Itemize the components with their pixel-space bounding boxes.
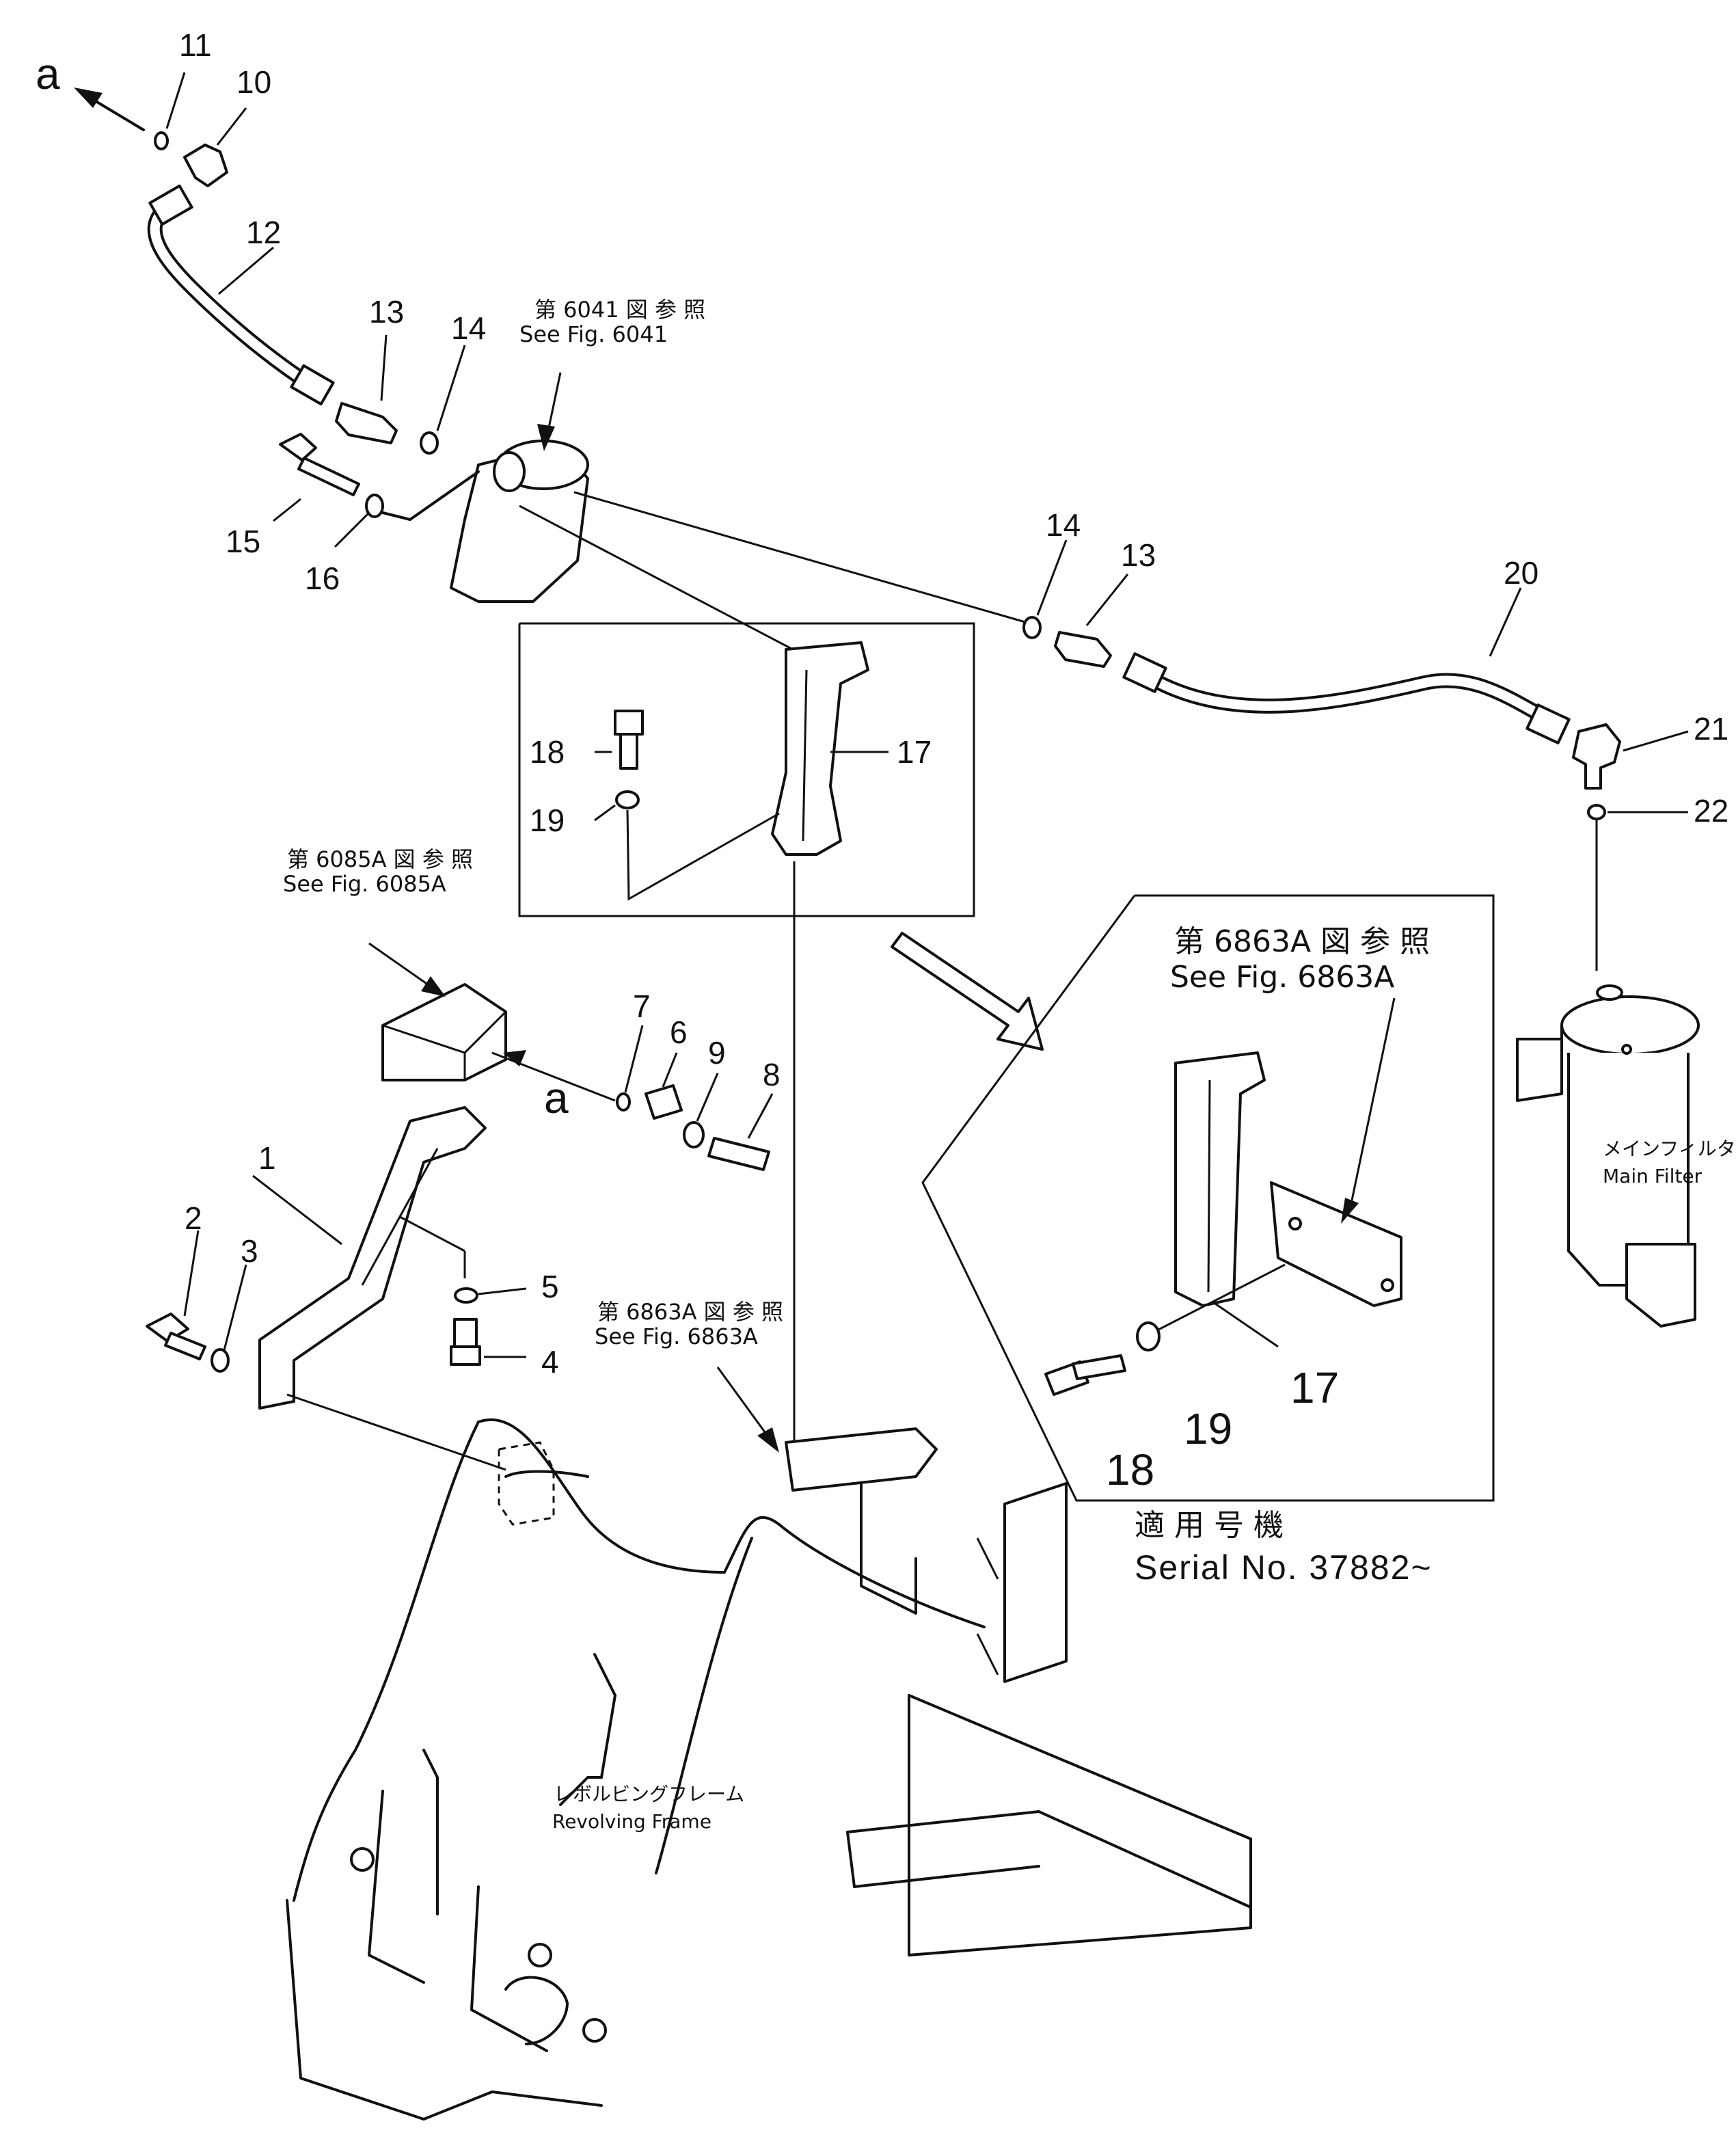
callout-14-right: 14 — [1046, 507, 1081, 543]
ref-6863a-small-jp: 第 6863A 図 参 照 — [597, 1299, 783, 1325]
connector-13-left — [335, 402, 398, 444]
ref-6863a-big-jp: 第 6863A 図 参 照 — [1174, 924, 1430, 959]
bracket-1 — [146, 1106, 506, 1471]
callout-18-inset2: 18 — [1106, 1445, 1154, 1494]
line-filter — [381, 440, 589, 603]
o-ring-22 — [1587, 804, 1606, 820]
callout-17-inset1: 17 — [897, 734, 932, 770]
bolt-18-shank — [619, 733, 638, 770]
elbow-21 — [1572, 723, 1621, 790]
callout-15: 15 — [226, 524, 260, 559]
callout-19-inset1: 19 — [530, 803, 565, 838]
callout-9: 9 — [708, 1035, 726, 1071]
ref-6085a-en: See Fig. 6085A — [283, 871, 446, 897]
o-ring-7 — [616, 1092, 631, 1112]
callout-13-left: 13 — [369, 294, 404, 329]
main-filter: メインフィルタ Main Filter — [1516, 984, 1736, 1328]
callout-12: 12 — [246, 215, 281, 250]
callout-5: 5 — [541, 1269, 559, 1304]
callout-17-inset2: 17 — [1290, 1363, 1339, 1412]
hose-nut-top — [148, 184, 193, 226]
callout-leaders — [165, 72, 1689, 1358]
hose-nut-bottom — [290, 364, 335, 406]
hose-20-nut-left — [1122, 652, 1167, 693]
leader-filter-hose20 — [573, 491, 1026, 623]
washer-16 — [365, 494, 384, 518]
ref-6863a-small-en: See Fig. 6863A — [595, 1323, 758, 1349]
callout-16: 16 — [305, 561, 340, 596]
bolt-18-inset2-shank — [1072, 1354, 1126, 1380]
callout-2: 2 — [185, 1200, 202, 1236]
serial-label-jp: 適 用 号 機 — [1135, 1508, 1284, 1543]
callout-8: 8 — [763, 1057, 781, 1092]
main-filter-label-en: Main Filter — [1603, 1165, 1703, 1187]
ref-6085a-jp: 第 6085A 図 参 照 — [287, 846, 473, 872]
elbow-fitting-10 — [183, 144, 228, 187]
washer-19 — [615, 790, 640, 809]
callout-3: 3 — [241, 1233, 258, 1269]
callout-10: 10 — [236, 64, 271, 100]
bolt-4-head — [450, 1345, 481, 1366]
callout-13-right: 13 — [1121, 537, 1156, 573]
bolt-8 — [707, 1137, 770, 1171]
callout-11: 11 — [179, 27, 212, 63]
callout-a-top: a — [36, 49, 60, 98]
ref-6041-jp: 第 6041 図 参 照 — [534, 297, 705, 323]
leader-filter-bracket — [519, 505, 794, 651]
ref-6863a-big-en: See Fig. 6863A — [1170, 960, 1394, 995]
o-ring-14-right — [1022, 616, 1042, 639]
leader-6863a-small — [716, 1367, 774, 1443]
inset-arrow — [891, 932, 1044, 1051]
hose-20-assembly — [1022, 616, 1621, 971]
bolt-2-shank — [164, 1332, 206, 1360]
washer-9 — [683, 1121, 705, 1148]
bolt-15-head — [279, 433, 317, 461]
bolt-4-shank — [453, 1318, 478, 1348]
inset-serial-37882 — [921, 894, 1495, 1502]
washer-3 — [211, 1348, 230, 1373]
callout-7: 7 — [633, 988, 651, 1024]
o-ring-11 — [154, 131, 169, 150]
callout-20: 20 — [1504, 555, 1538, 591]
main-filter-label-jp: メインフィルタ — [1603, 1138, 1736, 1160]
callout-a-mid: a — [544, 1073, 569, 1122]
frame-label-en: Revolving Frame — [552, 1810, 711, 1833]
callout-1: 1 — [258, 1140, 276, 1176]
hose-12-assembly — [74, 88, 439, 518]
callout-14-left: 14 — [451, 310, 486, 346]
revolving-frame: レボルビングフレーム Revolving Frame — [286, 1418, 1252, 2121]
callout-4: 4 — [541, 1344, 559, 1380]
valve-block — [368, 942, 770, 1171]
callout-6: 6 — [670, 1014, 688, 1050]
bolt-15-shank — [297, 457, 360, 496]
frame-label-jp: レボルビングフレーム — [554, 1783, 744, 1805]
callout-18-inset1: 18 — [530, 734, 565, 770]
washer-5 — [454, 1287, 478, 1304]
ref-6041-en: See Fig. 6041 — [519, 321, 668, 347]
callout-19-inset2: 19 — [1184, 1404, 1232, 1453]
serial-label-en: Serial No. 37882~ — [1135, 1548, 1433, 1587]
connector-13-right — [1054, 631, 1112, 668]
bolt-18-head — [614, 710, 644, 736]
hose-20-nut-right — [1525, 703, 1571, 744]
inset-bracket-upper — [518, 622, 975, 917]
o-ring-14-left — [420, 431, 439, 455]
plate-6 — [645, 1084, 683, 1120]
callout-21: 21 — [1694, 711, 1728, 746]
washer-19-inset2 — [1136, 1321, 1161, 1351]
callout-22: 22 — [1694, 793, 1728, 829]
